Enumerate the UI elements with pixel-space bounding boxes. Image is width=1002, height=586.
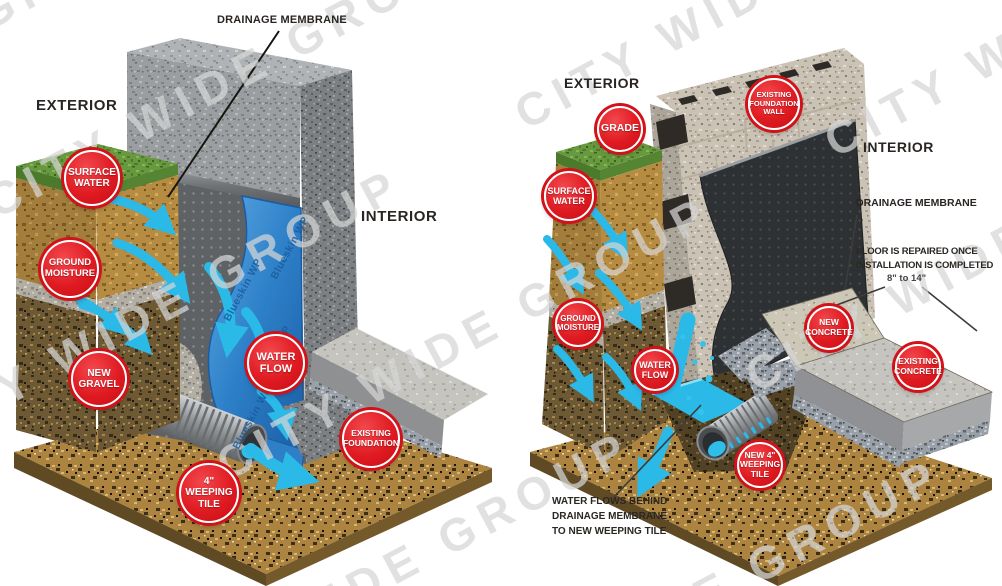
left-drainage-membrane-leader-line (167, 30, 280, 198)
right-diagram-illustration (530, 48, 994, 586)
left-soil (16, 144, 180, 452)
water-droplets (680, 334, 714, 415)
membrane-top-strip (699, 118, 856, 178)
block-end-cores (656, 114, 696, 312)
right-weeping-tile-pipe (696, 393, 779, 461)
left-diagram-illustration (14, 30, 492, 586)
right-leader-lines (613, 214, 978, 498)
right-soil (542, 134, 668, 460)
right-floor-slabs (718, 287, 994, 468)
